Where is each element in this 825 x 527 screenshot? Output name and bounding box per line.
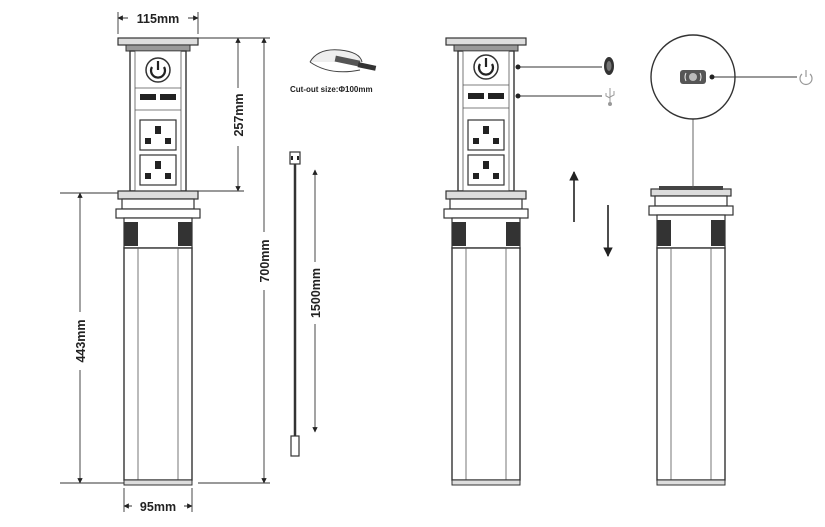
power-cable [289, 151, 301, 457]
power-button-icon [799, 70, 813, 85]
dim-cable-length: 1500mm [309, 268, 323, 318]
power-socket-icon [604, 57, 614, 75]
tower-features [443, 37, 529, 486]
cutout-size-label: Cut-out size:Φ100mm [290, 85, 373, 94]
dim-upper-height: 257mm [232, 93, 246, 136]
usb-ports [140, 94, 176, 100]
usb-icon [605, 88, 615, 106]
power-socket-icon [139, 119, 177, 186]
dim-total-height: 700mm [258, 239, 272, 282]
hole-saw-illustration [309, 49, 377, 73]
wireless-charger-icon [680, 70, 706, 84]
dim-bottom-width: 95mm [140, 500, 176, 514]
dim-lower-height: 443mm [74, 319, 88, 362]
tower-retracted [648, 186, 734, 486]
tower-dimensioned [115, 37, 201, 486]
dim-top-width: 115mm [137, 12, 179, 26]
power-button-icon [145, 57, 171, 83]
